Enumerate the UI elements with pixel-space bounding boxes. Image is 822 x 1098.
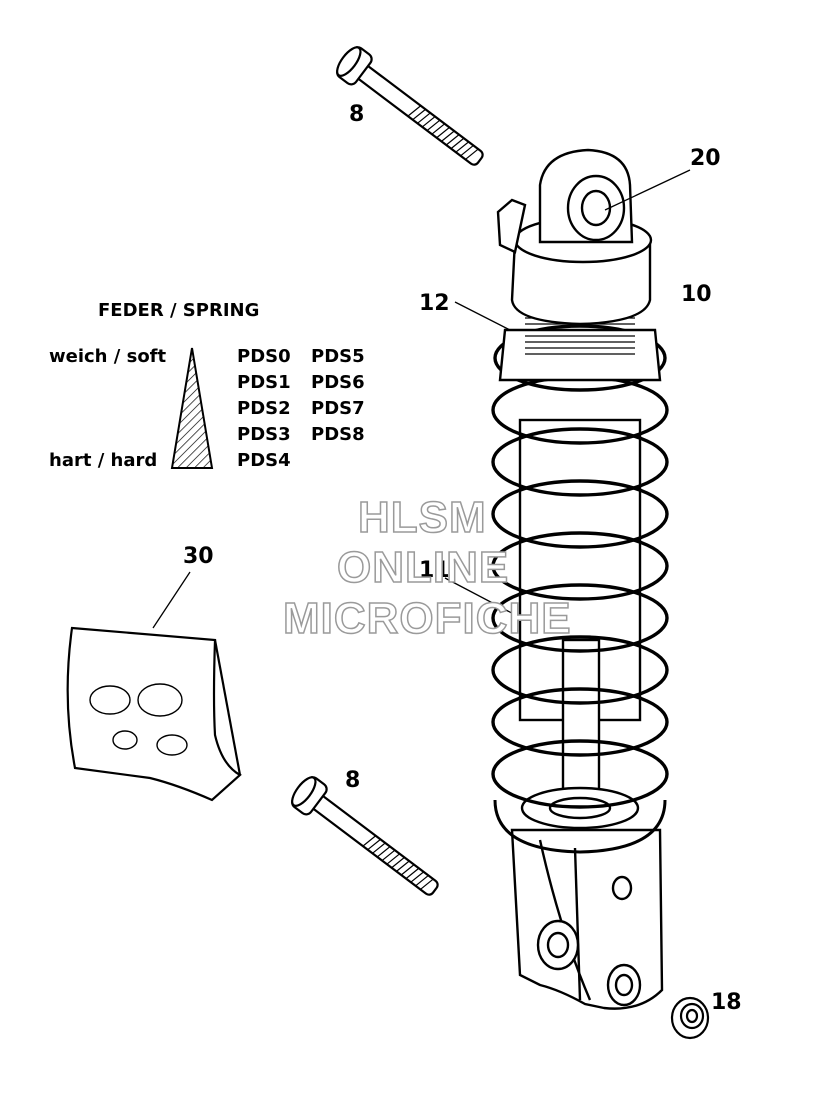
callout-bolt-bottom: 8 xyxy=(345,768,361,793)
callout-decal: 30 xyxy=(183,544,214,569)
callout-spring: 11 xyxy=(419,558,450,583)
legend-soft-label: weich / soft xyxy=(49,346,167,367)
spring-code: PDS0 xyxy=(237,346,291,367)
callout-eye-bushing: 20 xyxy=(690,146,721,171)
legend-hard-label: hart / hard xyxy=(49,450,158,471)
watermark-line-2: ONLINE xyxy=(336,543,510,592)
spring-code: PDS8 xyxy=(311,424,365,445)
bolt-bottom xyxy=(291,776,439,896)
spring-code: PDS3 xyxy=(237,424,291,445)
spring-decal-sheet xyxy=(66,626,242,802)
spring-code: PDS5 xyxy=(311,346,365,367)
spring-code: PDS7 xyxy=(311,398,365,419)
spring-rate-wedge xyxy=(170,347,214,469)
watermark-line-3: MICROFICHE xyxy=(282,594,572,643)
callout-bushing-bottom: 18 xyxy=(711,990,742,1015)
legend-title: FEDER / SPRING xyxy=(98,300,260,321)
leader-lines xyxy=(152,169,691,629)
spring-code: PDS4 xyxy=(237,450,291,471)
spring-coils xyxy=(491,324,669,809)
watermark-line-1: HLSM xyxy=(357,493,487,542)
callout-bolt-top: 8 xyxy=(349,102,365,127)
bushing-bottom xyxy=(670,996,710,1040)
spring-code: PDS6 xyxy=(311,372,365,393)
callout-adjuster-ring: 12 xyxy=(419,291,450,316)
spring-code: PDS1 xyxy=(237,372,291,393)
callout-shock-assembly: 10 xyxy=(681,282,712,307)
bolt-top xyxy=(336,46,484,166)
spring-code: PDS2 xyxy=(237,398,291,419)
shock-absorber xyxy=(491,148,669,1010)
